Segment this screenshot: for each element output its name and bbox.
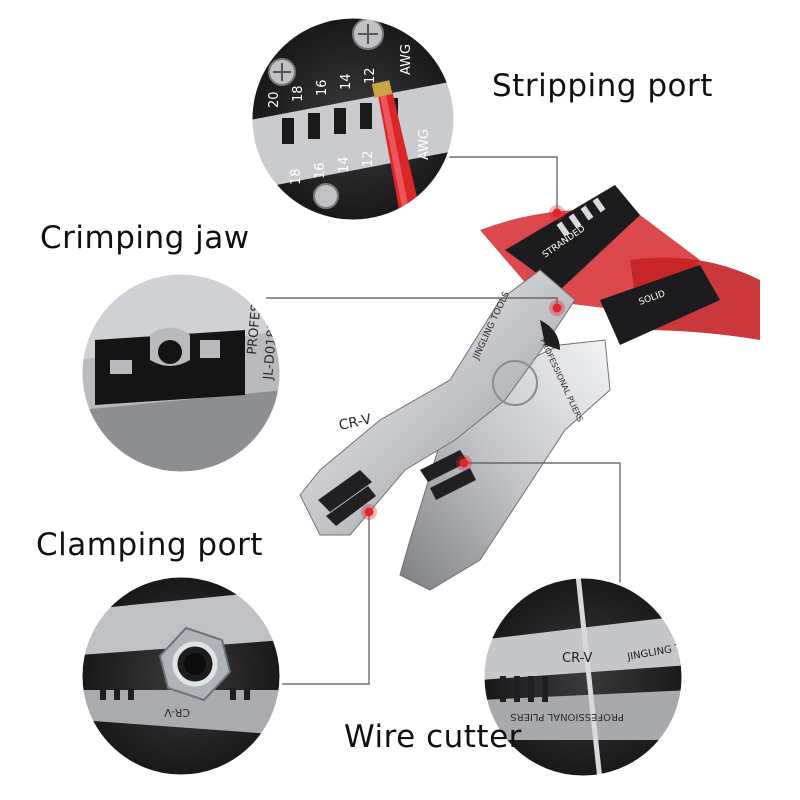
svg-text:18: 18 (289, 168, 304, 185)
marker-cutter (456, 455, 472, 471)
svg-text:14: 14 (337, 156, 352, 173)
label-stripping-port: Stripping port (492, 68, 713, 104)
label-wire-cutter: Wire cutter (344, 719, 522, 755)
svg-text:14: 14 (339, 73, 354, 90)
svg-text:12: 12 (363, 67, 378, 84)
svg-text:16: 16 (313, 162, 328, 179)
svg-text:18: 18 (291, 85, 306, 102)
label-crimping-jaw: Crimping jaw (40, 220, 250, 256)
svg-text:CR-V: CR-V (562, 651, 593, 666)
leader-lines (266, 156, 621, 685)
pliers-main: STRANDED SOLID (299, 185, 760, 591)
marker-stripping (549, 205, 565, 221)
markers (361, 205, 565, 520)
label-clamping-port: Clamping port (36, 527, 263, 563)
leader-stripping (448, 156, 558, 210)
svg-text:16: 16 (315, 79, 330, 96)
svg-text:12: 12 (361, 150, 376, 167)
inset-stripping-port: 20 18 16 14 12 18 16 14 12 AWG AWG (249, 15, 457, 223)
svg-text:CR-V: CR-V (164, 706, 190, 719)
svg-text:PROFESSIONAL PLIERS: PROFESSIONAL PLIERS (510, 711, 624, 722)
leader-crimping (266, 297, 558, 305)
inset-wire-cutter: CR-V JINGLING TOOLS PROFESSIONAL PLIERS (481, 575, 685, 779)
marker-clamping (361, 504, 377, 520)
svg-text:AWG: AWG (399, 44, 414, 75)
leader-cutter (464, 462, 621, 590)
svg-text:20: 20 (267, 91, 282, 108)
inset-clamping-port: CR-V (79, 574, 283, 778)
steel-mark: CR-V (338, 411, 374, 434)
marker-crimping (549, 300, 565, 316)
svg-text:AWG: AWG (417, 129, 432, 160)
leader-clamping (270, 512, 370, 685)
